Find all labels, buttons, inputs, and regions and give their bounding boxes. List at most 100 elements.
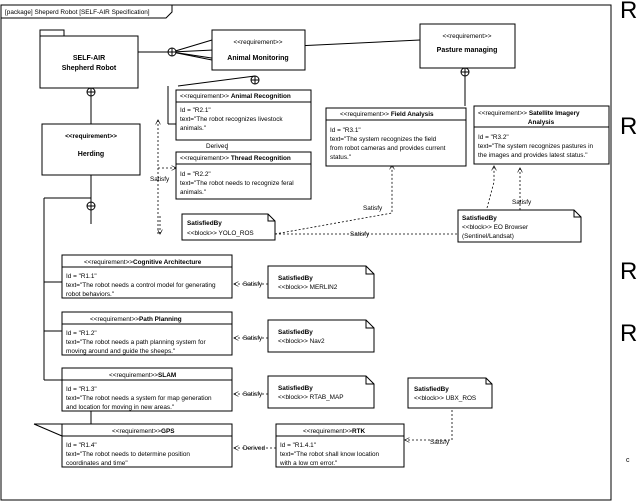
- requirement-id: Id = "R1.4.1": [280, 442, 316, 449]
- block-stereotype: <<block>>: [414, 395, 444, 402]
- cropped-edge-text: R: [620, 0, 637, 24]
- svg-text:<<requirement>>SLAM: <<requirement>>SLAM: [109, 372, 176, 379]
- requirement-satellite-imagery-analysis[interactable]: <<requirement>> Satellite Imagery Analys…: [473, 105, 610, 165]
- svg-text:<<block>> EO Browser: <<block>> EO Browser: [462, 224, 529, 231]
- requirement-title: Field Analysis: [391, 111, 434, 118]
- derived-label: Derived: [206, 143, 228, 150]
- requirement-text: text="The robot needs to determine posit…: [66, 451, 190, 458]
- svg-text:<<requirement>> Satellite Imag: <<requirement>> Satellite Imagery: [478, 110, 580, 117]
- satisfied-by-ubx-ros-note[interactable]: SatisfiedBy <<block>> UBX_ROS: [407, 377, 493, 409]
- containment-circle-icon: [250, 75, 260, 85]
- requirement-pasture-managing[interactable]: <<requirement>> Pasture managing: [419, 23, 516, 69]
- svg-text:<<block>> UBX_ROS: <<block>> UBX_ROS: [414, 395, 476, 402]
- svg-text:<<requirement>>GPS: <<requirement>>GPS: [112, 428, 175, 435]
- package-frame-title: [package] Sheperd Robot [SELF-AIR Specif…: [5, 9, 150, 16]
- requirement-title: GPS: [161, 428, 175, 435]
- robot-name-line2: Shepherd Robot: [62, 65, 117, 72]
- svg-text:<<block>> RTAB_MAP: <<block>> RTAB_MAP: [278, 394, 344, 401]
- requirement-rtk[interactable]: <<requirement>>RTK Id = "R1.4.1" text="T…: [275, 423, 405, 468]
- requirement-id: Id = "R1.1": [66, 273, 97, 280]
- requirement-text: coordinates and time": [66, 460, 128, 467]
- requirement-text: text="The robot needs a path planning sy…: [66, 339, 206, 346]
- containment-circle-icon: [167, 47, 177, 57]
- satisfied-by-label: SatisfiedBy: [278, 329, 313, 336]
- satisfied-by-label: SatisfiedBy: [462, 215, 497, 222]
- block-stereotype: <<block>>: [462, 224, 492, 231]
- stereotype-label: <<requirement>>: [180, 155, 229, 162]
- stereotype-label: <<requirement>>: [478, 110, 527, 117]
- containment-circle-icon: [86, 201, 96, 211]
- stereotype-label: <<requirement>>: [340, 111, 389, 118]
- stereotype-label: <<requirement>>: [233, 39, 282, 46]
- requirement-id: Id = "R1.3": [66, 386, 97, 393]
- requirement-text: and location for moving in new areas.": [66, 404, 174, 411]
- cropped-edge-text: R: [620, 258, 637, 285]
- requirement-herding[interactable]: <<requirement>> Herding: [41, 123, 141, 176]
- requirement-title: Satellite Imagery: [529, 110, 580, 117]
- satisfied-by-rtab-map-note[interactable]: SatisfiedBy <<block>> RTAB_MAP: [267, 375, 375, 409]
- stereotype-label: <<requirement>>: [109, 372, 158, 379]
- satisfy-arrow-label: Satisfy: [243, 281, 263, 288]
- requirement-text: the images and provides latest status.": [478, 152, 588, 159]
- stereotype-label: <<requirement>>: [303, 428, 352, 435]
- block-stereotype: <<block>>: [278, 284, 308, 291]
- requirement-path-planning[interactable]: <<requirement>>Path Planning Id = "R1.2"…: [61, 311, 233, 356]
- requirement-text: status.": [330, 154, 351, 161]
- requirement-animal-monitoring[interactable]: <<requirement>> Animal Monitoring: [211, 29, 306, 71]
- requirement-text: text="The system recognizes the field: [330, 136, 437, 143]
- svg-text:<<requirement>> Field Analysis: <<requirement>> Field Analysis: [340, 111, 434, 118]
- svg-text:<<requirement>>RTK: <<requirement>>RTK: [303, 428, 366, 435]
- requirement-animal-recognition[interactable]: <<requirement>> Animal Recognition Id = …: [175, 89, 312, 141]
- satisfy-label: Satisfy: [150, 176, 170, 183]
- satisfied-by-label: SatisfiedBy: [278, 275, 313, 282]
- satisfied-by-label: SatisfiedBy: [278, 385, 313, 392]
- satisfy-label: Satisfy: [363, 205, 383, 212]
- requirement-text: text="The robot shall know location: [280, 451, 380, 458]
- satisfied-by-merlin2-note[interactable]: SatisfiedBy <<block>> MERLIN2: [267, 265, 375, 299]
- requirement-text: animals.": [180, 125, 206, 132]
- requirement-text: text="The robot needs a system for map g…: [66, 395, 212, 402]
- requirement-id: Id = "R1.4": [66, 442, 97, 449]
- stereotype-label: <<requirement>>: [112, 428, 161, 435]
- requirement-title: Herding: [78, 151, 104, 158]
- satisfy-label: Satisfy: [512, 199, 532, 206]
- requirement-text: text="The robot recognizes livestock: [180, 116, 283, 123]
- svg-text:<<block>> YOLO_ROS: <<block>> YOLO_ROS: [187, 230, 254, 237]
- requirement-id: Id = "R2.2": [180, 171, 211, 178]
- requirement-text: text="The system recognizes pastures in: [478, 143, 593, 150]
- requirement-text: from robot cameras and provides current: [330, 145, 446, 152]
- satisfied-by-yolo-ros-note[interactable]: SatisfiedBy <<block>> YOLO_ROS: [181, 213, 276, 241]
- cropped-edge-text: c: [626, 457, 630, 464]
- requirement-text: moving around and guide the sheeps.": [66, 348, 175, 355]
- requirement-text: with a low cm error.": [279, 460, 337, 467]
- requirement-slam[interactable]: <<requirement>>SLAM Id = "R1.3" text="Th…: [61, 367, 233, 412]
- requirement-title: SLAM: [158, 372, 176, 379]
- requirement-id: Id = "R3.2": [478, 134, 509, 141]
- package-frame-tab: [1, 5, 173, 19]
- requirement-field-analysis[interactable]: <<requirement>> Field Analysis Id = "R3.…: [325, 107, 467, 167]
- block-stereotype: <<block>>: [278, 338, 308, 345]
- svg-text:<<requirement>>Cognitive Archi: <<requirement>>Cognitive Architecture: [84, 259, 202, 266]
- svg-text:<<requirement>> Animal Recogni: <<requirement>> Animal Recognition: [180, 93, 291, 100]
- requirement-title: Animal Monitoring: [227, 55, 288, 62]
- requirement-id: Id = "R2.1": [180, 107, 211, 114]
- satisfied-by-label: SatisfiedBy: [187, 220, 222, 227]
- satisfied-by-nav2-note[interactable]: SatisfiedBy <<block>> Nav2: [267, 319, 375, 353]
- requirement-title: RTK: [352, 428, 366, 435]
- satisfied-by-eo-browser-note[interactable]: SatisfiedBy <<block>> EO Browser (Sentin…: [457, 209, 582, 243]
- requirement-id: Id = "R3.1": [330, 127, 361, 134]
- requirement-cognitive-architecture[interactable]: <<requirement>>Cognitive Architecture Id…: [61, 254, 233, 299]
- svg-text:<<requirement>> Thread Recogni: <<requirement>> Thread Recognition: [180, 155, 291, 162]
- self-air-robot-block[interactable]: SELF-AIR Shepherd Robot: [39, 29, 139, 89]
- requirement-text: text="The robot needs a control model fo…: [66, 282, 216, 289]
- requirement-id: Id = "R1.2": [66, 330, 97, 337]
- cropped-edge-text: R: [620, 113, 637, 140]
- svg-text:<<requirement>>Path Planning: <<requirement>>Path Planning: [90, 316, 182, 323]
- block-name: UBX_ROS: [446, 395, 477, 402]
- containment-circle-icon: [460, 67, 470, 77]
- svg-text:<<block>> Nav2: <<block>> Nav2: [278, 338, 325, 345]
- requirement-gps[interactable]: <<requirement>>GPS Id = "R1.4" text="The…: [61, 423, 233, 468]
- requirement-thread-recognition[interactable]: <<requirement>> Thread Recognition Id = …: [175, 151, 312, 200]
- dependency-lines: [158, 120, 520, 448]
